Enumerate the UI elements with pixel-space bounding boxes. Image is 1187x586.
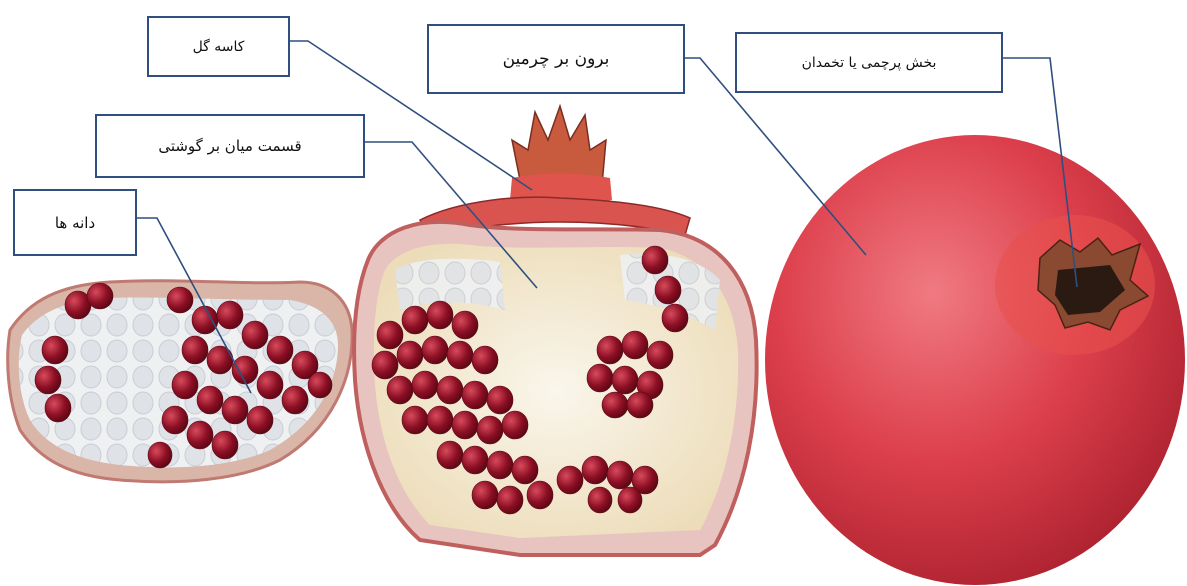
label-sepal-text: کاسه گل	[193, 39, 245, 55]
middle-cell-zone-left	[395, 259, 505, 310]
left-fruit-piece	[8, 281, 352, 482]
label-ovary: بخش پرچمی یا تخمدان	[735, 32, 1003, 93]
label-exocarp-text: برون بر چرمین	[503, 49, 610, 69]
label-sepal: کاسه گل	[147, 16, 290, 77]
whole-fruit	[765, 135, 1185, 585]
middle-calyx	[512, 106, 606, 185]
whole-fruit-body	[765, 135, 1185, 585]
label-ovary-text: بخش پرچمی یا تخمدان	[802, 55, 937, 71]
label-mesocarp-text: قسمت میان بر گوشتی	[158, 137, 301, 155]
middle-fruit-half	[354, 106, 757, 555]
label-seeds: دانه ها	[13, 189, 137, 256]
label-exocarp: برون بر چرمین	[427, 24, 685, 94]
label-seeds-text: دانه ها	[55, 214, 95, 232]
label-mesocarp: قسمت میان بر گوشتی	[95, 114, 365, 178]
